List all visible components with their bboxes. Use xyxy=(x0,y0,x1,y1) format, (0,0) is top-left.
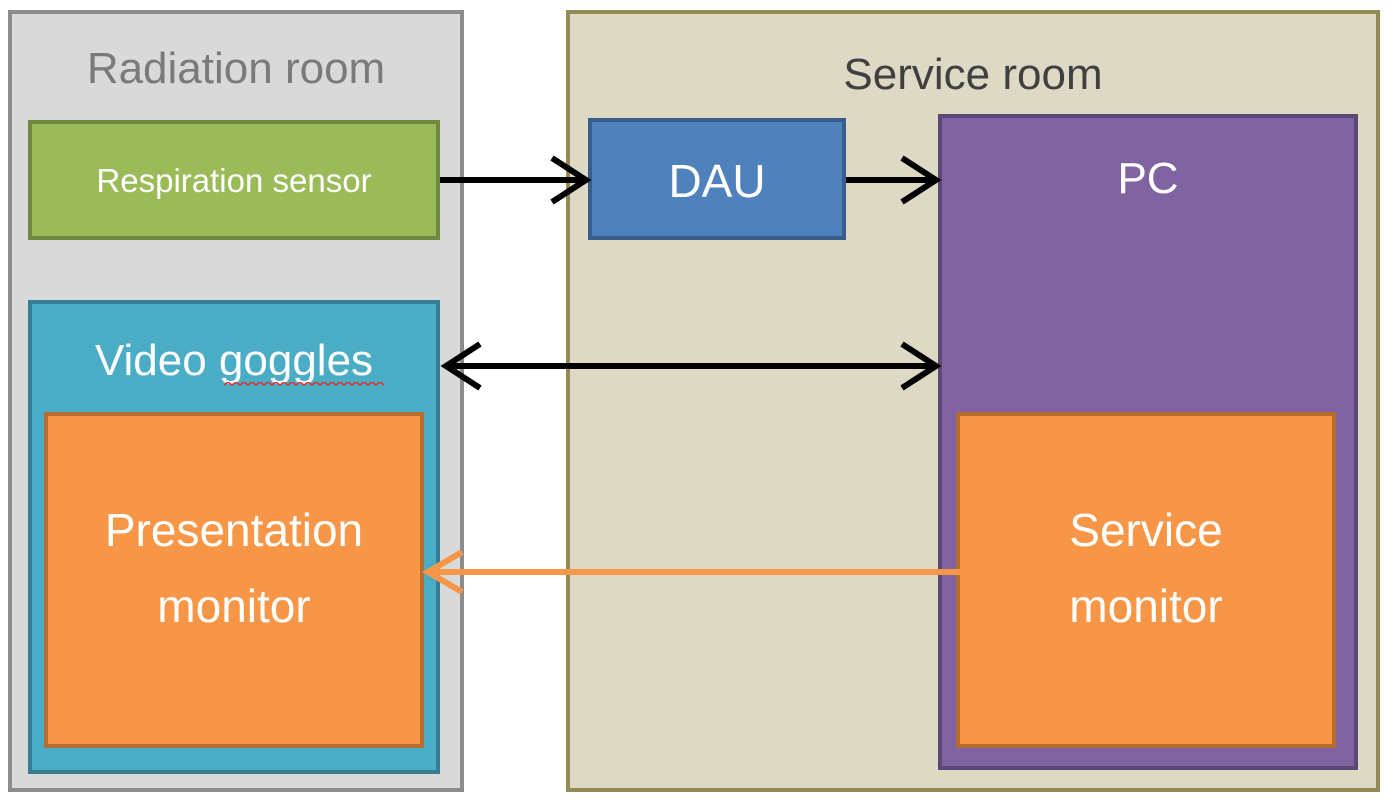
pc-label: PC xyxy=(1117,154,1179,203)
video-goggles-label: Video goggles xyxy=(94,336,374,385)
dau-label: DAU xyxy=(668,155,766,207)
dau-block: DAU xyxy=(588,118,846,240)
presentation-monitor-block: Presentation monitor xyxy=(44,412,424,748)
service-monitor-label-line2: monitor xyxy=(1069,580,1223,632)
respiration-sensor-block: Respiration sensor xyxy=(28,120,440,240)
service-monitor-label: Service monitor xyxy=(960,492,1332,644)
presentation-monitor-label: Presentation monitor xyxy=(48,492,420,644)
service-room-label: Service room xyxy=(843,50,1103,99)
radiation-room-label: Radiation room xyxy=(86,44,386,93)
presentation-monitor-label-line2: monitor xyxy=(157,580,311,632)
presentation-monitor-label-line1: Presentation xyxy=(104,504,364,556)
service-monitor-block: Service monitor xyxy=(956,412,1336,748)
service-monitor-label-line1: Service xyxy=(1069,504,1223,556)
spellcheck-underline xyxy=(224,382,384,386)
respiration-sensor-label: Respiration sensor xyxy=(96,162,372,199)
